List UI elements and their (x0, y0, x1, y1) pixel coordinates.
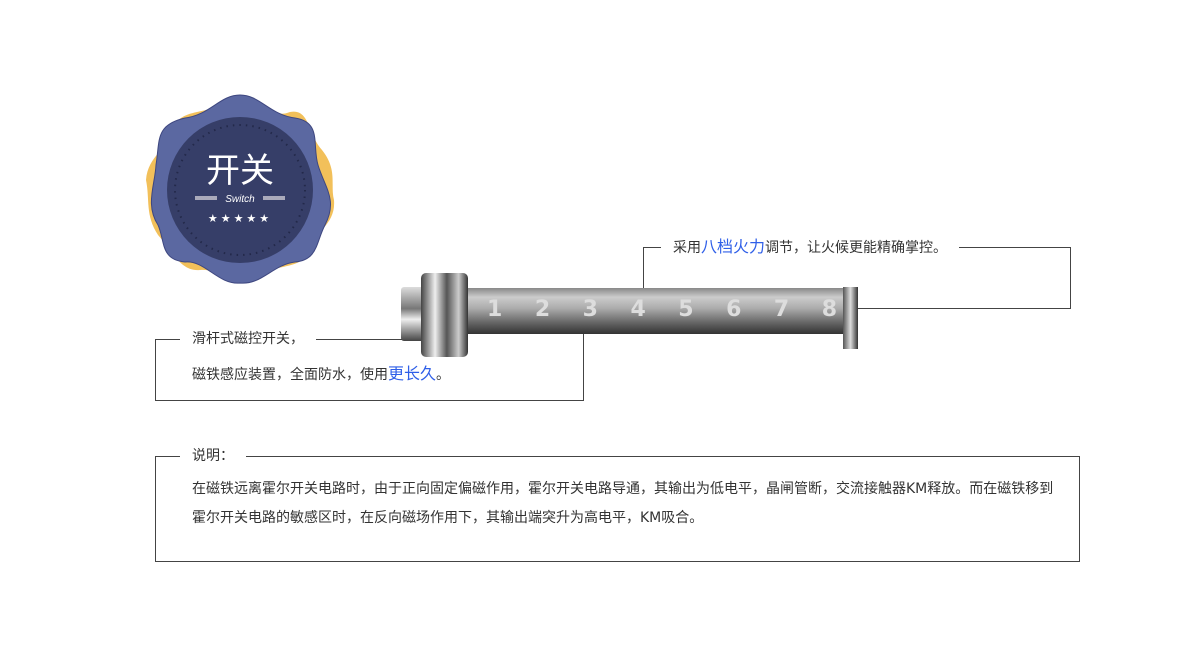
badge-title: 开关 (206, 151, 274, 191)
callout-slide-switch-title: 滑杆式磁控开关， (180, 329, 316, 349)
scale-mark: 6 (726, 297, 742, 322)
note-box (155, 456, 1080, 562)
callout-text: 采用 (673, 240, 701, 256)
note-label: 说明： (180, 446, 246, 466)
switch-badge: 开关 Switch ★★★★★ (146, 94, 335, 284)
scale-mark: 1 (487, 297, 503, 322)
callout-highlight: 更长久 (388, 364, 437, 383)
callout-text: 磁铁感应装置，全面防水，使用 (192, 367, 388, 383)
callout-waterproof: 磁铁感应装置，全面防水，使用更长久。 (180, 364, 462, 385)
badge-subtitle: Switch (225, 194, 255, 205)
callout-highlight: 八档火力 (701, 237, 766, 256)
badge-stars: ★★★★★ (208, 212, 272, 225)
note-text: 在磁铁远离霍尔开关电路时，由于正向固定偏磁作用，霍尔开关电路导通，其输出为低电平… (192, 481, 1054, 526)
scale-marks: 1 2 3 4 5 6 7 8 (487, 297, 837, 322)
scale-mark: 8 (821, 297, 837, 322)
scale-mark: 5 (678, 297, 694, 322)
magnetic-slide-switch-image: 1 2 3 4 5 6 7 8 (401, 273, 859, 357)
scale-mark: 4 (630, 297, 646, 322)
callout-text: 。 (436, 367, 451, 383)
callout-gear-adjustment: 采用八档火力调节，让火候更能精确掌控。 (661, 237, 960, 258)
callout-text: 调节，让火候更能精确掌控。 (765, 240, 948, 256)
scale-mark: 3 (582, 297, 598, 322)
scale-mark: 7 (773, 297, 790, 322)
scale-mark: 2 (534, 297, 551, 322)
